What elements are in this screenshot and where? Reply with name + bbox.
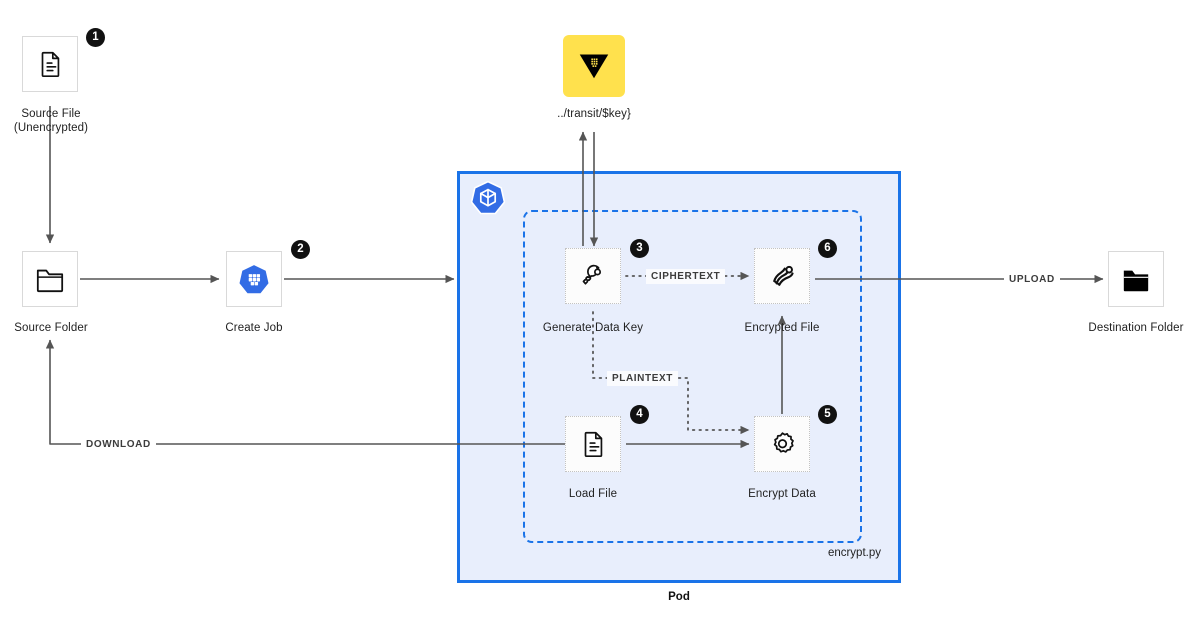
step-badge-5: 5 xyxy=(818,405,837,424)
node-encrypted-file[interactable] xyxy=(754,248,810,304)
step-badge-4: 4 xyxy=(630,405,649,424)
key-icon xyxy=(578,261,609,292)
encrypted-file-icon xyxy=(767,261,798,292)
step-badge-2: 2 xyxy=(291,240,310,259)
label-load-file: Load File xyxy=(568,488,618,500)
label-encrypted-file: Encrypted File xyxy=(744,322,820,334)
vault-icon xyxy=(575,45,613,88)
node-generate-data-key[interactable] xyxy=(565,248,621,304)
pod-label: Pod xyxy=(668,591,690,603)
label-source-folder: Source Folder xyxy=(14,322,88,334)
node-source-file[interactable] xyxy=(22,36,78,92)
folder-filled-icon xyxy=(1121,264,1151,294)
step-badge-6: 6 xyxy=(818,239,837,258)
edge-label-upload: UPLOAD xyxy=(1004,272,1060,287)
node-create-job[interactable] xyxy=(226,251,282,307)
edge-label-download: DOWNLOAD xyxy=(81,437,156,452)
kubernetes-pod-icon xyxy=(470,180,506,216)
label-generate-data-key: Generate Data Key xyxy=(542,322,644,334)
document-icon xyxy=(35,49,65,79)
document-icon xyxy=(578,429,608,459)
node-encrypt-data[interactable] xyxy=(754,416,810,472)
node-transit-key[interactable] xyxy=(563,35,625,97)
kubernetes-icon xyxy=(238,263,270,295)
node-destination-folder[interactable] xyxy=(1108,251,1164,307)
node-source-folder[interactable] xyxy=(22,251,78,307)
script-label: encrypt.py xyxy=(827,547,881,559)
gear-icon xyxy=(767,429,798,460)
label-encrypt-data: Encrypt Data xyxy=(748,488,816,500)
folder-outline-icon xyxy=(35,264,65,294)
label-source-file: Source File (Unencrypted) xyxy=(13,108,89,134)
step-badge-1: 1 xyxy=(86,28,105,47)
edge-label-ciphertext: CIPHERTEXT xyxy=(646,269,726,284)
label-destination-folder: Destination Folder xyxy=(1088,322,1184,334)
label-transit-key: ../transit/$key} xyxy=(557,108,631,120)
node-load-file[interactable] xyxy=(565,416,621,472)
step-badge-3: 3 xyxy=(630,239,649,258)
label-create-job: Create Job xyxy=(225,322,283,334)
edge-label-plaintext: PLAINTEXT xyxy=(607,371,678,386)
